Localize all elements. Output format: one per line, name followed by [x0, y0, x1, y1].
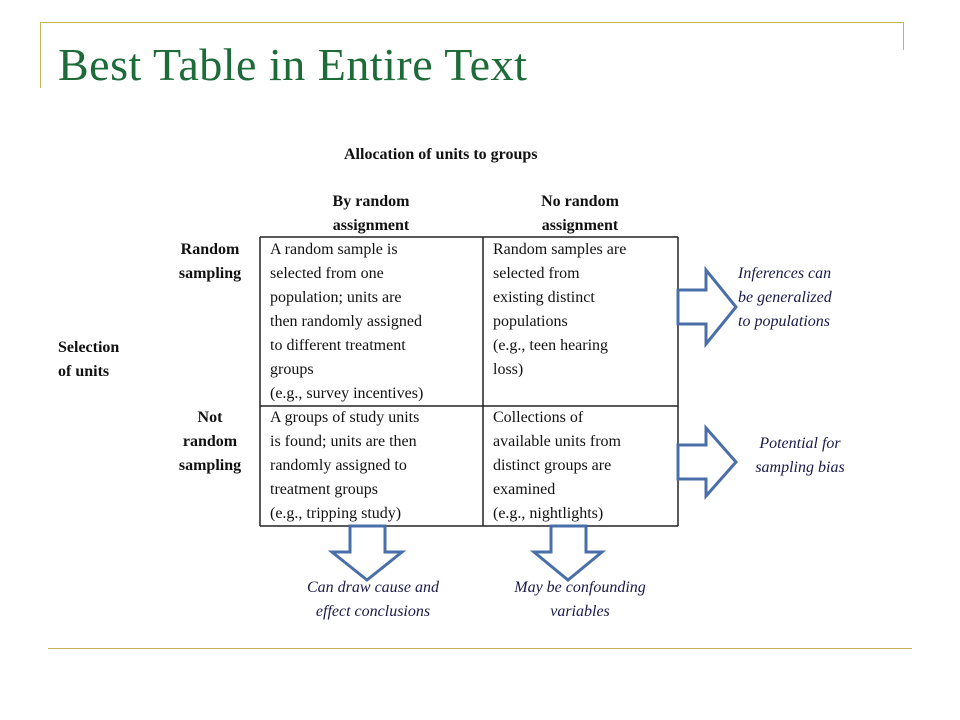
row-header-line: Not	[197, 409, 223, 426]
annotation-inferences: Inferences can be generalized to populat…	[738, 262, 832, 334]
cell-line: Random samples are	[493, 241, 627, 258]
row-group-label: Selection of units	[58, 336, 119, 384]
annotation-line: be generalized	[738, 289, 832, 306]
cell-line: selected from one	[270, 265, 384, 282]
col-header-no-random-assignment: No random assignment	[495, 190, 665, 238]
cell-line: existing distinct	[493, 289, 595, 306]
row-header-random-sampling: Random sampling	[160, 238, 260, 286]
cell-line: treatment groups	[270, 481, 378, 498]
cell-line: is found; units are then	[270, 433, 417, 450]
down-arrow-2-icon	[529, 524, 607, 582]
cell-line: then randomly assigned	[270, 313, 422, 330]
cell-line: (e.g., nightlights)	[493, 505, 604, 522]
annotation-line: Can draw cause and	[307, 579, 439, 596]
col-header-line: By random	[332, 193, 410, 210]
cell-line: (e.g., teen hearing	[493, 337, 609, 354]
right-arrow-2-icon	[676, 424, 739, 500]
annotation-line: Potential for	[759, 435, 841, 452]
row-header-line: sampling	[178, 265, 242, 282]
annotation-confounding: May be confounding variables	[485, 576, 675, 624]
annotation-line: to populations	[738, 313, 831, 330]
cell-line: selected from	[493, 265, 580, 282]
col-header-random-assignment: By random assignment	[286, 190, 456, 238]
cell-line: (e.g., survey incentives)	[270, 385, 424, 402]
annotation-line: variables	[550, 603, 610, 620]
cell-line: groups	[270, 361, 314, 378]
annotation-cause-effect: Can draw cause and effect conclusions	[278, 576, 468, 624]
row-header-not-random-sampling: Not random sampling	[160, 406, 260, 478]
table-header: Allocation of units to groups	[344, 146, 538, 163]
cell-line: randomly assigned to	[270, 457, 407, 474]
row-header-line: sampling	[178, 457, 242, 474]
frame-right-line	[903, 22, 904, 50]
cell-line: population; units are	[270, 289, 402, 306]
annotation-line: Inferences can	[738, 265, 832, 282]
down-arrow-1-icon	[327, 524, 407, 582]
cell-not-random-sampling-random-assignment: A groups of study units is found; units …	[270, 406, 419, 526]
cell-not-random-sampling-no-random-assignment: Collections of available units from dist…	[493, 406, 621, 526]
cell-line: populations	[493, 313, 568, 330]
cell-random-sampling-no-random-assignment: Random samples are selected from existin…	[493, 238, 626, 382]
cell-line: distinct groups are	[493, 457, 612, 474]
right-arrow-1-icon	[676, 265, 738, 349]
cell-line: available units from	[493, 433, 621, 450]
col-header-line: assignment	[541, 217, 619, 234]
cell-random-sampling-random-assignment: A random sample is selected from one pop…	[270, 238, 423, 406]
cell-line: A groups of study units	[270, 409, 420, 426]
annotation-sampling-bias: Potential for sampling bias	[736, 432, 864, 480]
row-group-line: of units	[58, 363, 110, 380]
row-header-line: random	[182, 433, 238, 450]
cell-line: loss)	[493, 361, 524, 378]
cell-line: Collections of	[493, 409, 584, 426]
row-group-line: Selection	[58, 339, 120, 356]
annotation-line: May be confounding	[514, 579, 646, 596]
frame-top-line	[40, 22, 904, 23]
cell-line: examined	[493, 481, 556, 498]
slide-title: Best Table in Entire Text	[58, 39, 528, 90]
cell-line: (e.g., tripping study)	[270, 505, 402, 522]
col-header-line: assignment	[332, 217, 410, 234]
annotation-line: effect conclusions	[315, 603, 431, 620]
frame-left-line	[40, 22, 41, 88]
cell-line: A random sample is	[270, 241, 398, 258]
col-header-line: No random	[541, 193, 619, 210]
frame-bottom-line	[48, 648, 912, 649]
cell-line: to different treatment	[270, 337, 406, 354]
annotation-line: sampling bias	[755, 459, 845, 476]
row-header-line: Random	[180, 241, 240, 258]
